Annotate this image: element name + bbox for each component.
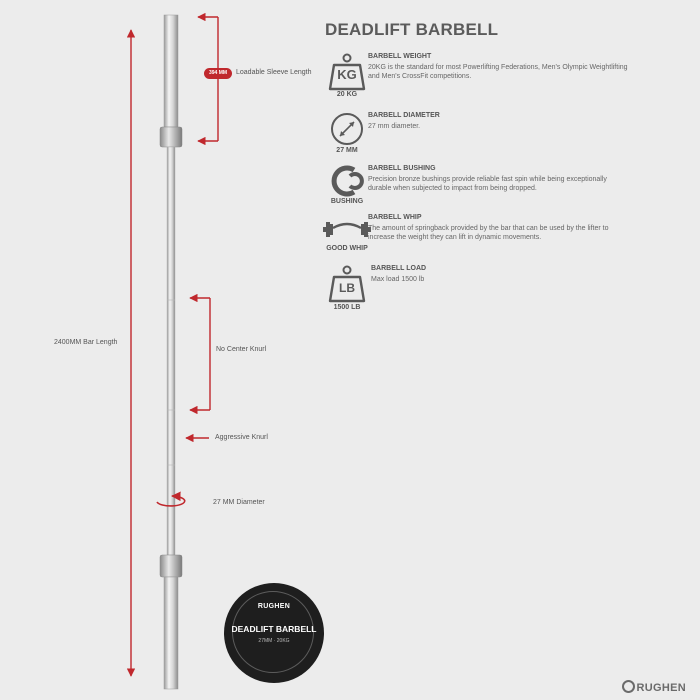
brand-mark-icon xyxy=(621,680,635,693)
feature-caption: 1500 LB xyxy=(333,304,361,311)
diameter-rotation-icon xyxy=(156,491,186,507)
kettlebell-load-icon: LB xyxy=(320,265,374,313)
dumbbell-whip-icon xyxy=(320,214,374,262)
page-title: DEADLIFT BARBELL xyxy=(325,20,499,39)
feature-heading: BARBELL LOAD xyxy=(371,265,427,272)
feature-description: 20KG is the standard for most Powerlifti… xyxy=(368,64,628,80)
no-center-knurl-bracket xyxy=(189,293,211,415)
product-badge: RUGHEN DEADLIFT BARBELL 27MM · 20KG xyxy=(224,583,324,683)
sleeve-length-label: Loadable Sleeve Length xyxy=(236,69,312,76)
feature-heading: BARBELL WHIP xyxy=(368,214,422,221)
feature-whip: GOOD WHIP BARBELL WHIP The amount of spr… xyxy=(320,214,630,264)
footer-brand-text: RUGHEN xyxy=(636,682,686,694)
bushing-icon xyxy=(320,165,374,213)
badge-spec-weight: 20KG xyxy=(276,638,290,644)
diameter-icon xyxy=(320,112,374,160)
badge-product-name: DEADLIFT BARBELL xyxy=(231,624,317,634)
feature-bushing: BUSHING BARBELL BUSHING Precision bronze… xyxy=(320,165,630,215)
kettlebell-weight-icon: KG xyxy=(320,53,374,101)
weight-icon-text: KG xyxy=(337,67,357,82)
badge-spec-diameter: 27MM xyxy=(258,638,273,644)
badge-ring xyxy=(232,591,314,673)
badge-brand: RUGHEN xyxy=(257,603,291,610)
feature-caption: 27 MM xyxy=(336,147,358,154)
bar-shaft xyxy=(166,146,176,556)
feature-caption: GOOD WHIP xyxy=(326,245,368,252)
aggressive-knurl-label: Aggressive Knurl xyxy=(215,434,268,441)
no-center-knurl-label: No Center Knurl xyxy=(216,346,267,353)
top-sleeve xyxy=(163,14,179,128)
feature-diameter: 27 MM BARBELL DIAMETER 27 mm diameter. xyxy=(320,112,630,162)
sleeve-tag-text: 394 MM xyxy=(208,70,228,76)
feature-description: Precision bronze bushings provide reliab… xyxy=(368,176,607,192)
feature-heading: BARBELL BUSHING xyxy=(368,165,436,172)
badge-spec-separator: · xyxy=(273,638,276,644)
sleeve-tag-pill xyxy=(204,68,232,79)
load-icon-text: LB xyxy=(339,281,355,295)
top-collar xyxy=(159,126,183,148)
feature-weight: KG 20 KG BARBELL WEIGHT 20KG is the stan… xyxy=(320,53,630,103)
knurl-marks xyxy=(167,299,175,466)
diameter-label: 27 MM Diameter xyxy=(213,499,265,506)
feature-description: Max load 1500 lb xyxy=(371,276,425,283)
badge-specs: 27MM · 20KG xyxy=(224,638,324,644)
bar-length-label: 2400MM Bar Length xyxy=(54,339,118,346)
bottom-collar xyxy=(159,554,183,578)
bottom-sleeve xyxy=(163,576,179,690)
feature-caption: 20 KG xyxy=(336,91,358,98)
feature-heading: BARBELL DIAMETER xyxy=(368,112,440,119)
feature-heading: BARBELL WEIGHT xyxy=(368,53,432,60)
feature-description: 27 mm diameter. xyxy=(368,123,421,130)
footer-logo: RUGHEN xyxy=(621,680,686,694)
feature-caption: BUSHING xyxy=(330,198,364,205)
feature-description: The amount of springback provided by the… xyxy=(368,225,609,241)
feature-load: LB 1500 LB BARBELL LOAD Max load 1500 lb xyxy=(320,265,630,315)
